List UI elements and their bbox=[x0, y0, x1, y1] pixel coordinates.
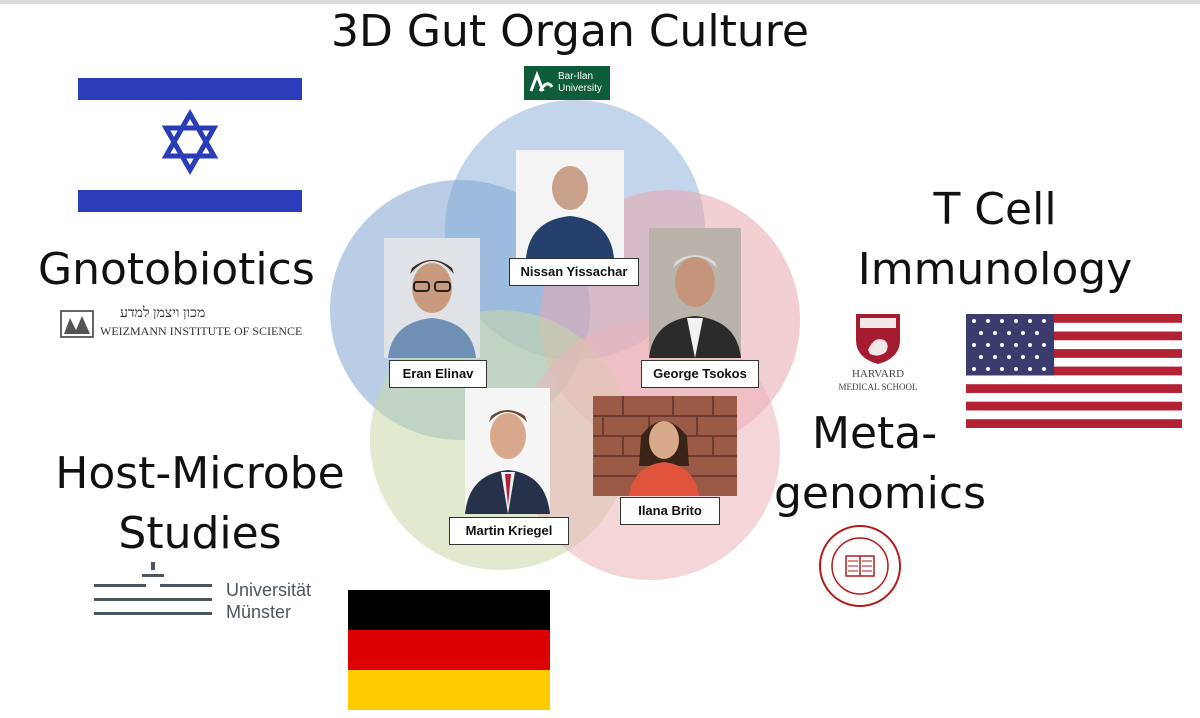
photo-ilana-brito bbox=[593, 396, 737, 496]
weizmann-hebrew-name: מכון ויצמן למדע bbox=[120, 306, 206, 321]
bar-ilan-emblem-icon bbox=[529, 70, 554, 92]
bar-ilan-logo: Bar-Ilan University bbox=[524, 66, 610, 100]
name-ilana-brito: Ilana Brito bbox=[620, 497, 720, 525]
usa-flag bbox=[966, 314, 1182, 428]
portrait-woman-brick-wall-icon bbox=[593, 396, 737, 496]
photo-eran-elinav bbox=[384, 238, 480, 358]
bar-ilan-name-line2: University bbox=[558, 83, 602, 94]
name-martin-kriegel: Martin Kriegel bbox=[449, 517, 569, 545]
munster-name-line1: Universität bbox=[226, 580, 312, 600]
star-of-david-icon bbox=[161, 108, 219, 176]
photo-george-tsokos bbox=[649, 228, 741, 358]
weizmann-english-name: WEIZMANN INSTITUTE OF SCIENCE bbox=[100, 324, 303, 338]
top-border bbox=[0, 0, 1200, 4]
harvard-name-line1: HARVARD bbox=[851, 368, 905, 380]
portrait-man-glasses-icon bbox=[388, 260, 476, 358]
weizmann-emblem-icon bbox=[60, 310, 94, 338]
cornell-seal bbox=[819, 525, 901, 607]
photo-martin-kriegel bbox=[465, 388, 550, 514]
label-t-cell-line1: T Cell bbox=[933, 184, 1057, 235]
portrait-man-suit-icon bbox=[649, 255, 741, 358]
portrait-man-icon bbox=[526, 166, 614, 258]
name-nissan-yissachar: Nissan Yissachar bbox=[509, 258, 639, 286]
name-eran-elinav: Eran Elinav bbox=[389, 360, 487, 388]
label-metagenomics-line2: genomics bbox=[774, 468, 987, 519]
portrait-man-tie-icon bbox=[465, 410, 550, 514]
munster-logo: Universität Münster bbox=[94, 560, 334, 622]
label-t-cell-line2: Immunology bbox=[857, 244, 1133, 295]
israel-flag bbox=[78, 78, 302, 212]
stars-icon bbox=[972, 319, 1046, 371]
germany-flag bbox=[348, 590, 550, 710]
harvard-shield-icon bbox=[856, 314, 900, 364]
label-gnotobiotics: Gnotobiotics bbox=[38, 244, 315, 295]
munster-emblem-icon bbox=[94, 562, 212, 615]
name-george-tsokos: George Tsokos bbox=[641, 360, 759, 388]
weizmann-logo: מכון ויצמן למדע WEIZMANN INSTITUTE OF SC… bbox=[60, 306, 310, 340]
label-metagenomics-line1: Meta- bbox=[812, 408, 938, 459]
bar-ilan-name-line1: Bar-Ilan bbox=[558, 71, 594, 82]
label-host-microbe-line2: Studies bbox=[118, 508, 282, 559]
munster-name-line2: Münster bbox=[226, 602, 292, 622]
label-host-microbe-line1: Host-Microbe bbox=[55, 448, 345, 499]
photo-nissan-yissachar bbox=[516, 150, 624, 258]
harvard-name-line2: MEDICAL SCHOOL bbox=[838, 382, 918, 392]
title-3d-gut-organ-culture: 3D Gut Organ Culture bbox=[331, 6, 809, 57]
harvard-logo: HARVARD MEDICAL SCHOOL bbox=[828, 312, 928, 396]
